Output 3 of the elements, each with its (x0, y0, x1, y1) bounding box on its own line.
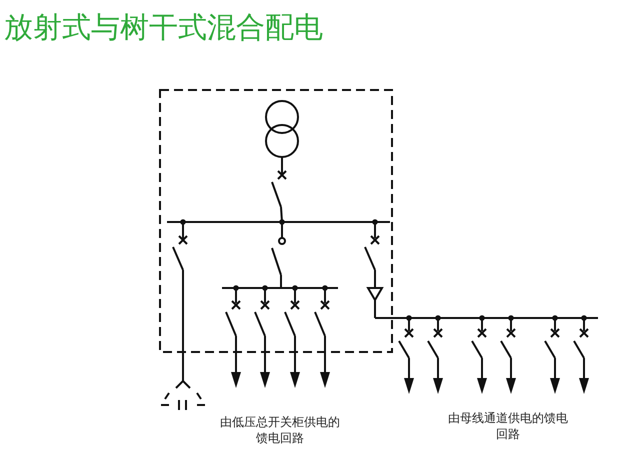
circuit-caption: 由母线通道供电的馈电回路 (448, 410, 568, 442)
diagram-title: 放射式与树干式混合配电 (4, 9, 323, 46)
circuit-caption: 由低压总开关柜供电的馈电回路 (220, 414, 340, 446)
